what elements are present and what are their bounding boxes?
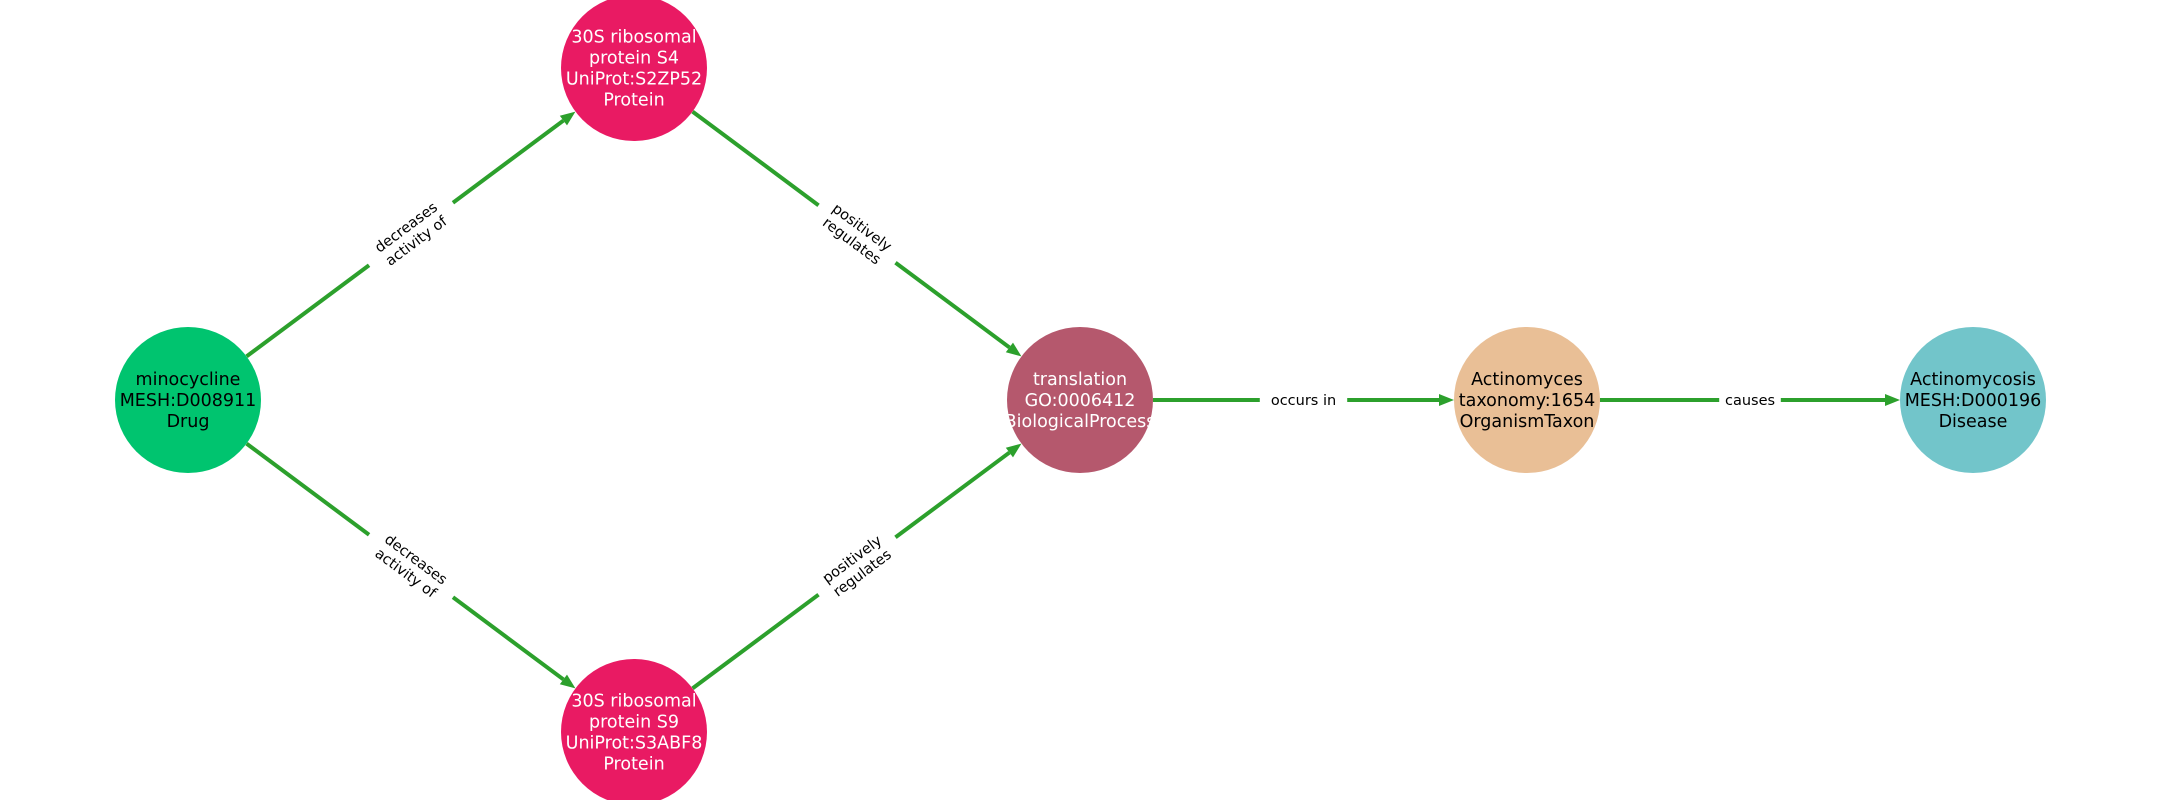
node-label-line: MESH:D008911 [120, 391, 257, 411]
node-label-line: protein S4 [589, 49, 679, 69]
edge-label: causes [1719, 389, 1781, 411]
edge-label: occurs in [1259, 389, 1348, 411]
node-circle[interactable] [1454, 327, 1600, 473]
node-label-line: UniProt:S2ZP52 [566, 70, 702, 90]
edge-label-background [807, 190, 907, 278]
edge-label-line: occurs in [1271, 393, 1336, 409]
edge-label: positivelyregulates [807, 190, 907, 278]
edge-minocycline-s4: decreasesactivity of [245, 111, 576, 359]
node-circle[interactable] [1007, 327, 1153, 473]
node-label-line: Disease [1939, 412, 2008, 432]
edge-label-background [357, 519, 465, 613]
edge-label-background [1719, 389, 1781, 411]
arrowhead [1005, 443, 1022, 458]
edge-label-text: causes [1725, 393, 1775, 409]
node-label-line: 30S ribosomal [571, 692, 696, 712]
edge-label-background [357, 187, 465, 281]
edge-label-background [1259, 389, 1348, 411]
arrowhead [1005, 342, 1022, 357]
arrowhead [1439, 394, 1454, 406]
edge-label: decreasesactivity of [357, 187, 465, 281]
edge-minocycline-s9: decreasesactivity of [245, 441, 576, 689]
edge-translation-actinomyces: occurs in [1153, 389, 1454, 411]
edge-actinomyces-actinomycosis: causes [1600, 389, 1900, 411]
arrowhead [559, 674, 576, 689]
node-label-line: translation [1033, 370, 1127, 390]
node-label-line: BiologicalProcess [1005, 412, 1156, 432]
node-label-line: GO:0006412 [1025, 391, 1136, 411]
edge-label-line: causes [1725, 393, 1775, 409]
node-circle[interactable] [561, 0, 707, 141]
edge-label-background [807, 522, 907, 610]
node-label-line: Protein [603, 755, 664, 775]
node-label-line: Actinomycosis [1910, 370, 2036, 390]
edge-s9-translation: positivelyregulates [691, 443, 1022, 691]
node-label-line: minocycline [136, 370, 241, 390]
node-label-line: 30S ribosomal [571, 28, 696, 48]
node-label-line: taxonomy:1654 [1459, 391, 1595, 411]
edge-label-text: occurs in [1271, 393, 1336, 409]
node-circle[interactable] [1900, 327, 2046, 473]
node-label-line: MESH:D000196 [1905, 391, 2042, 411]
edge-label: decreasesactivity of [357, 519, 465, 613]
edge-label: positivelyregulates [807, 522, 907, 610]
arrowhead [1885, 394, 1900, 406]
node-label-line: Protein [603, 91, 664, 111]
arrowhead [559, 111, 576, 126]
node-label-line: OrganismTaxon [1460, 412, 1595, 432]
node-circle[interactable] [115, 327, 261, 473]
node-label-line: Actinomyces [1471, 370, 1583, 390]
node-label-line: protein S9 [589, 713, 679, 733]
node-label-line: Drug [167, 412, 210, 432]
edge-s4-translation: positivelyregulates [691, 109, 1022, 357]
node-label-line: UniProt:S3ABF8 [566, 734, 703, 754]
node-circle[interactable] [561, 659, 707, 800]
